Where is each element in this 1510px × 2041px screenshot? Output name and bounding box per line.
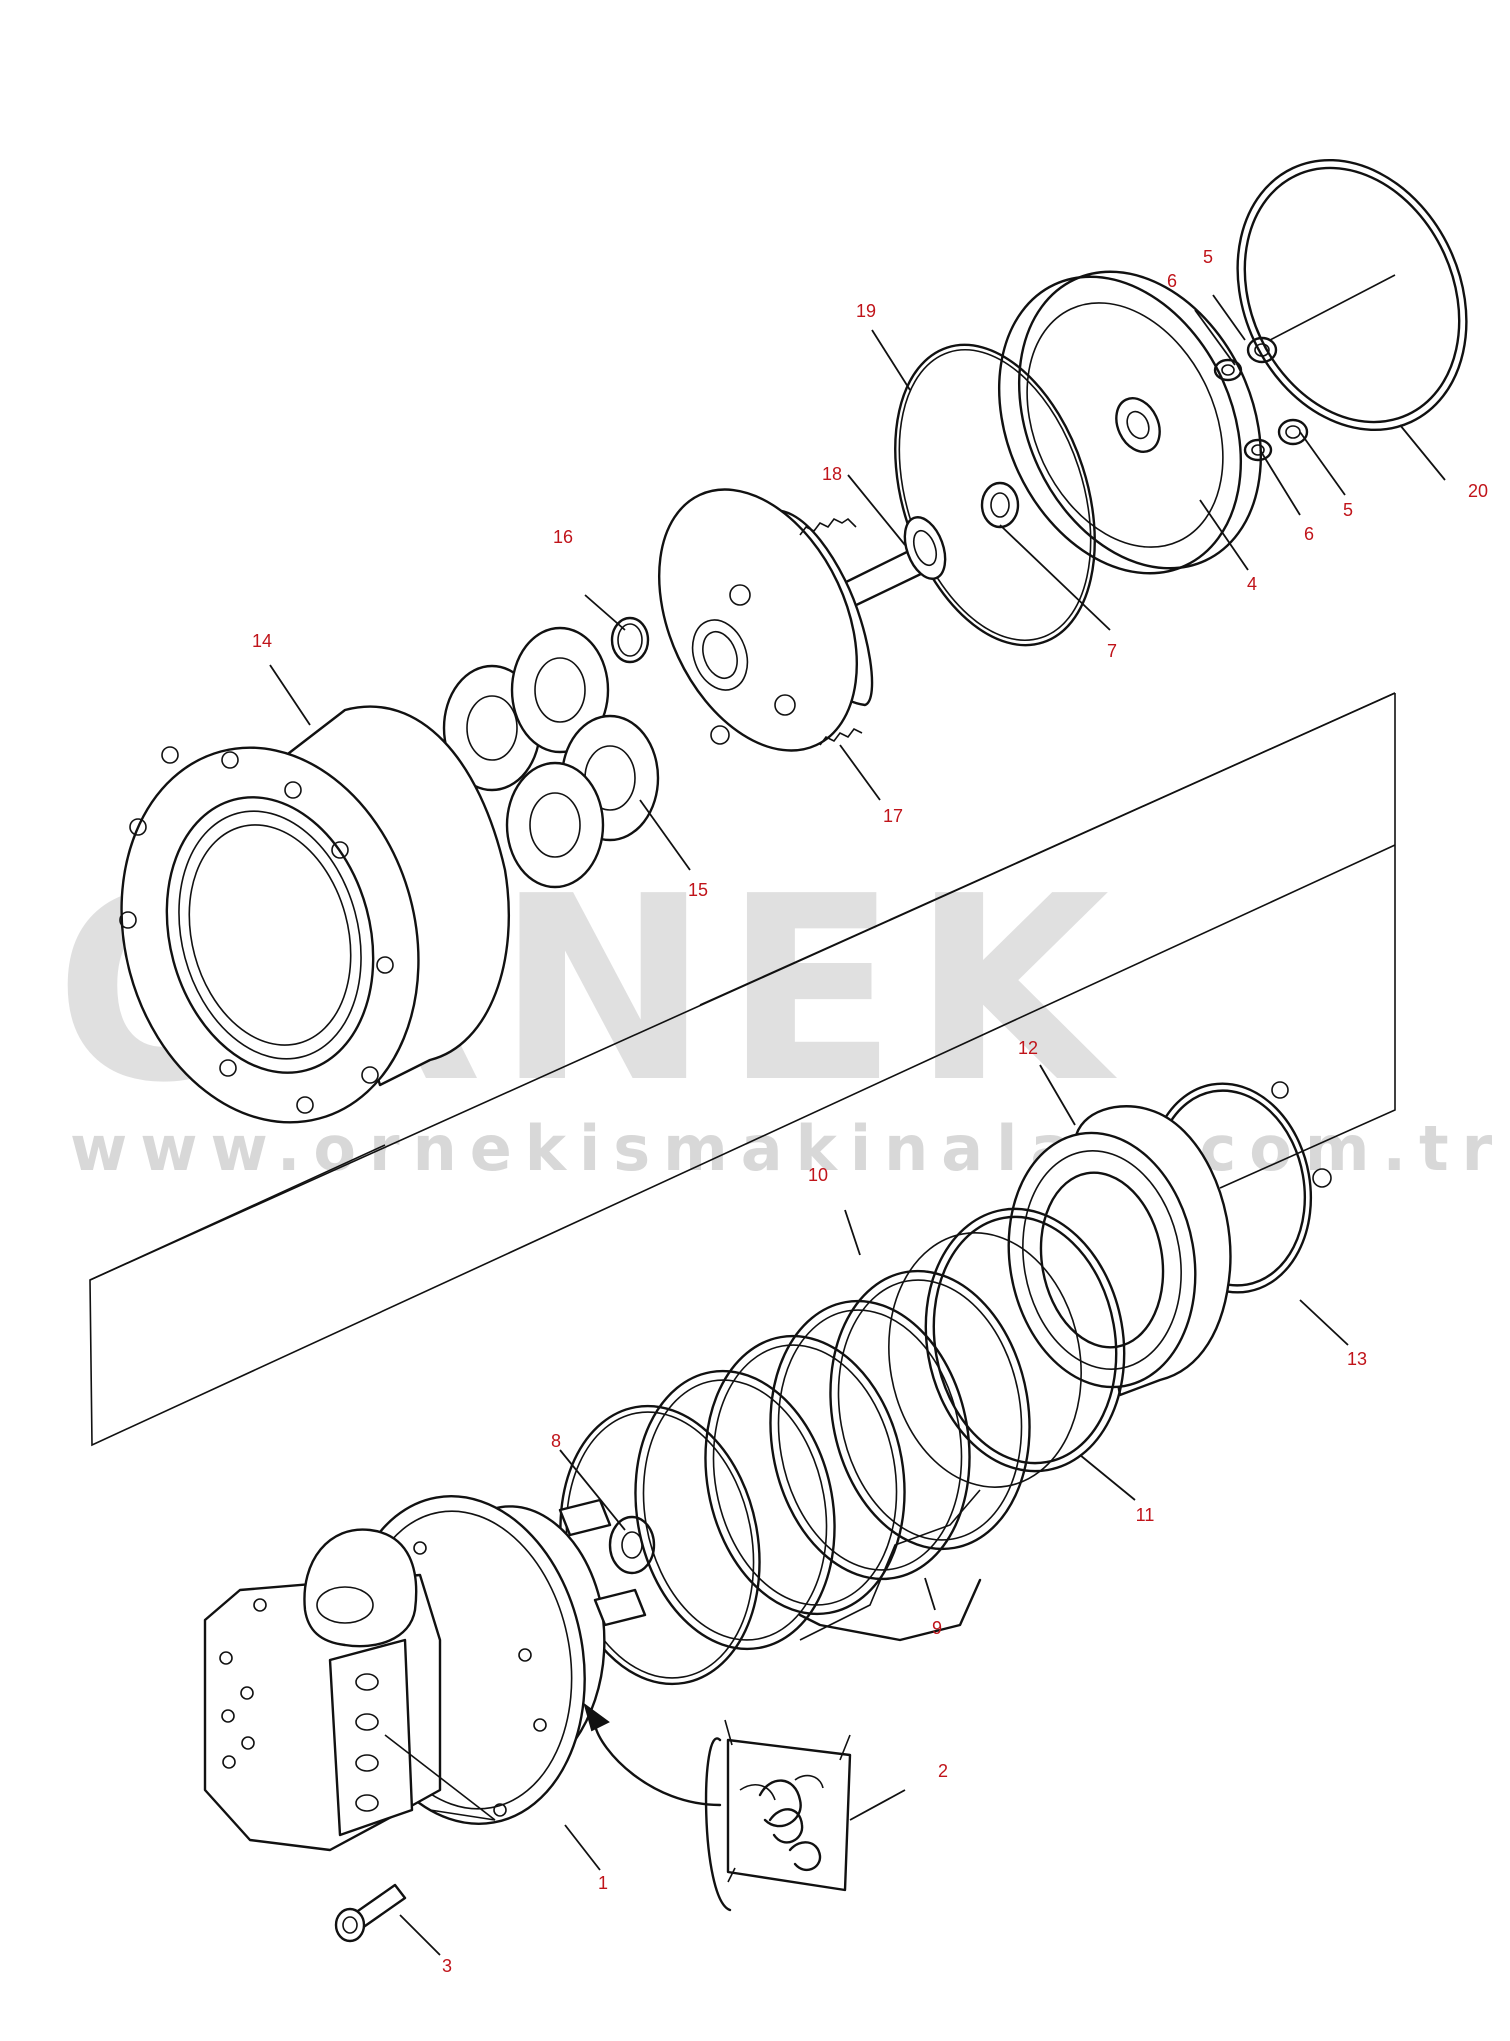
callout-20: 20 xyxy=(1468,481,1488,501)
part-18-sun-gear xyxy=(838,516,947,610)
arrow-kit-to-motor xyxy=(583,1702,722,1807)
callout-4: 4 xyxy=(1247,574,1257,594)
callout-17: 17 xyxy=(883,806,903,826)
callout-9: 9 xyxy=(932,1618,942,1638)
callout-18: 18 xyxy=(822,464,842,484)
part-5-6-fasteners xyxy=(1213,336,1309,462)
callout-19: 19 xyxy=(856,301,876,321)
callout-labels: 1 2 3 4 5 5 6 6 7 8 9 10 11 12 13 14 15 … xyxy=(252,247,1488,1976)
callout-3: 3 xyxy=(442,1956,452,1976)
callout-6-top: 6 xyxy=(1167,271,1177,291)
callout-16: 16 xyxy=(553,527,573,547)
part-8-washer xyxy=(608,1515,656,1575)
part-4-cover xyxy=(997,270,1263,575)
part-2-seal-kit xyxy=(704,1719,852,1912)
callout-5-bottom: 5 xyxy=(1343,500,1353,520)
planet-gear-bottom xyxy=(505,761,605,889)
callout-11: 11 xyxy=(1136,1505,1155,1525)
part-20-retaining-ring xyxy=(1236,158,1468,432)
callout-7: 7 xyxy=(1107,641,1117,661)
part-10-9-floating-seal-set xyxy=(559,1269,1031,1686)
callout-8: 8 xyxy=(551,1431,561,1451)
part-14-ring-gear-housing xyxy=(119,705,510,1124)
callout-14: 14 xyxy=(252,631,272,651)
callout-12: 12 xyxy=(1018,1038,1038,1058)
callout-10: 10 xyxy=(808,1165,828,1185)
part-15-planet-gears xyxy=(442,626,660,889)
planet-gear-right xyxy=(510,626,610,754)
callout-6-bottom: 6 xyxy=(1304,524,1314,544)
part-1-travel-motor xyxy=(203,1495,647,1852)
part-7-thrust-washer xyxy=(980,481,1020,529)
callout-13: 13 xyxy=(1347,1349,1367,1369)
part-11-seal-ring xyxy=(888,1207,1126,1488)
assembly-frame xyxy=(89,692,1396,1447)
callout-1: 1 xyxy=(598,1873,608,1893)
callout-2: 2 xyxy=(938,1761,948,1781)
part-3-bolt xyxy=(334,1883,407,1943)
callout-15: 15 xyxy=(688,880,708,900)
part-16-snap-ring xyxy=(610,616,650,664)
part-17-planet-carrier xyxy=(657,488,874,752)
leader-lines xyxy=(269,294,1446,1956)
callout-5-top: 5 xyxy=(1203,247,1213,267)
